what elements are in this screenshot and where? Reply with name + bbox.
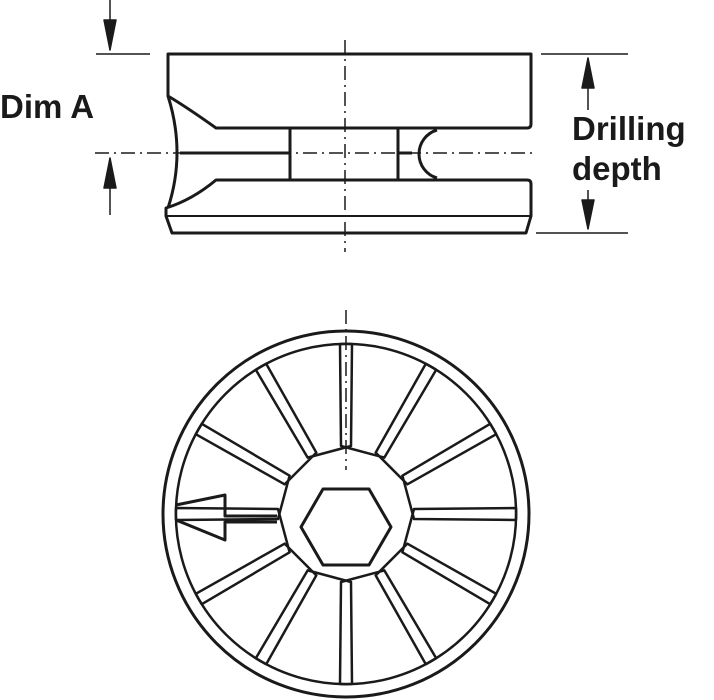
- hex-socket-icon: [299, 487, 393, 567]
- rib-segment: [374, 362, 498, 486]
- outer-rim: [161, 329, 531, 699]
- rib-segment: [401, 506, 518, 606]
- drilling-depth-label-line2: depth: [572, 150, 662, 187]
- top-view: [161, 310, 531, 699]
- side-body-lower: [164, 178, 533, 235]
- rib-segment: [374, 542, 498, 666]
- side-concave-edge: [166, 95, 179, 209]
- rib-segment: [174, 422, 291, 522]
- drilling-depth-label-line1: Drilling: [572, 110, 686, 147]
- rib-segment: [338, 569, 438, 686]
- rib-segment: [338, 342, 438, 459]
- rib-segment: [194, 362, 318, 486]
- dimensions: [96, 0, 628, 234]
- side-body-outline: [166, 52, 533, 130]
- direction-arrow-icon: [175, 493, 277, 518]
- rib-segment: [401, 422, 518, 522]
- rib-segment: [254, 342, 354, 459]
- dim-a-label: Dim A: [0, 88, 95, 125]
- rib-segment: [254, 569, 354, 686]
- side-hole-arc: [417, 128, 438, 180]
- side-view: [95, 40, 535, 252]
- rib-segment: [194, 542, 318, 666]
